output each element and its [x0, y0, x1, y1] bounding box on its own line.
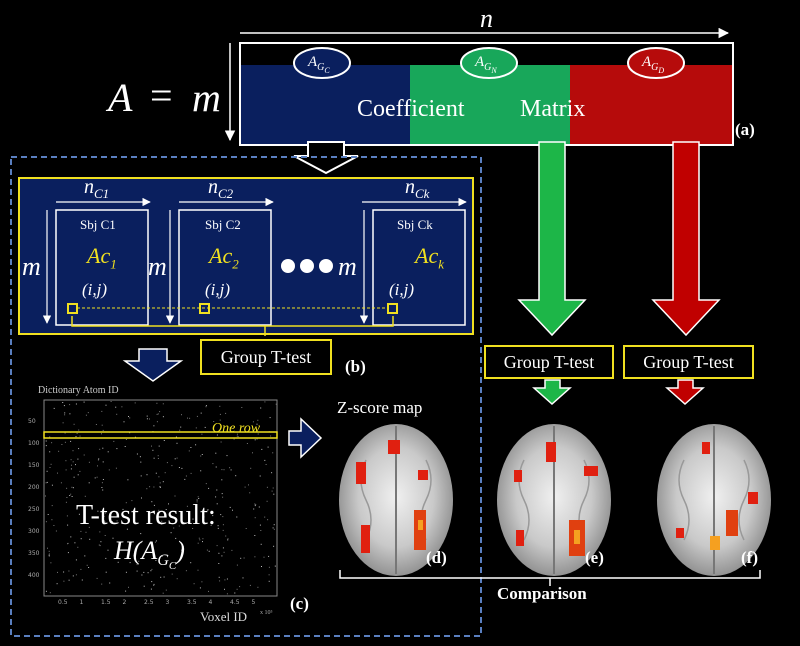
coefficient-matrix [224, 27, 734, 146]
one-row-highlight [43, 431, 278, 439]
ellipse-gc [293, 47, 351, 79]
brain-e [497, 424, 611, 576]
equals-sign: = [150, 73, 173, 118]
result-func: H(AGC) [114, 536, 185, 573]
comparison-label: Comparison [497, 584, 587, 603]
sbj-c2-box [178, 209, 272, 326]
ellipse-gn [460, 47, 518, 79]
green-arrow-icon [517, 141, 587, 337]
sbj-c1-box [55, 209, 149, 326]
m-c1: m [22, 252, 41, 281]
green-small-arrow-icon [532, 379, 572, 406]
panel-label-e: (e) [585, 548, 604, 567]
group-ttest-b: Group T-test [200, 339, 332, 375]
matrix-frame [239, 42, 734, 146]
ellipsis-dot [281, 259, 295, 273]
ellipse-gc-label: AGC [308, 54, 330, 75]
ac1-label: Ac1 [87, 243, 117, 272]
red-small-arrow-icon [665, 379, 705, 406]
m-c2: m [148, 252, 167, 281]
plot-xtick: 3 [165, 599, 170, 606]
coefficient-word: Coefficient [357, 96, 465, 122]
ellipsis-dot [300, 259, 314, 273]
zscore-title: Z-score map [337, 398, 423, 417]
brain-d [339, 424, 453, 576]
plot-ytick: 300 [28, 528, 40, 535]
m-label: m [192, 75, 221, 120]
down-arrow-to-c-icon [122, 348, 184, 382]
panel-label-d: (d) [426, 548, 447, 567]
sbj-c2-title: Sbj C2 [205, 217, 241, 232]
plot-xtick: 0.5 [58, 599, 68, 606]
plot-ylabel: Dictionary Atom ID [38, 385, 119, 396]
plot-ytick: 350 [28, 550, 40, 557]
plot-xtick: 5 [251, 599, 256, 606]
panel-label-c: (c) [290, 594, 309, 613]
plot-ytick: 50 [28, 418, 36, 425]
ack-label: Ack [415, 243, 444, 272]
group-ttest-green: Group T-test [484, 345, 614, 379]
sbj-c1-title: Sbj C1 [80, 217, 116, 232]
plot-xtick: 3.5 [187, 599, 197, 606]
dashed-frame [10, 156, 482, 637]
n-c2-label: nC2 [208, 176, 234, 201]
matrix-word: Matrix [520, 96, 586, 122]
plot-ytick: 100 [28, 440, 40, 447]
plot-ytick: 400 [28, 572, 40, 579]
red-arrow-icon [651, 141, 721, 337]
ij-c2: (i,j) [205, 280, 231, 299]
plot-xtick: 2.5 [144, 599, 154, 606]
ellipsis-dot [319, 259, 333, 273]
plot-ytick: 200 [28, 484, 40, 491]
plot-xtick: 4.5 [230, 599, 240, 606]
panel-label-a: (a) [735, 120, 755, 139]
ac2-label: Ac2 [209, 243, 239, 272]
ellipse-gn-label: AGN [475, 54, 497, 75]
plot-ytick: 250 [28, 506, 40, 513]
n-ck-label: nCk [405, 176, 430, 201]
brain-f [657, 424, 771, 576]
ij-c1: (i,j) [82, 280, 108, 299]
panel-label-f: (f) [741, 548, 758, 567]
plot-xtick: 2 [122, 599, 127, 606]
result-line1: T-test result: [76, 500, 216, 531]
plot-xscale: x 10⁵ [260, 610, 273, 616]
plot-xlabel: Voxel ID [200, 609, 248, 624]
m-ck: m [338, 252, 357, 281]
ij-ck: (i,j) [389, 280, 415, 299]
plot-xtick: 1.5 [101, 599, 111, 606]
sbj-ck-box [372, 209, 466, 326]
sbj-ck-title: Sbj Ck [397, 217, 433, 232]
plot-ytick: 150 [28, 462, 40, 469]
ellipse-gd [627, 47, 685, 79]
a-label: A [108, 75, 133, 120]
ellipse-gd-label: AGD [642, 54, 665, 75]
n-c1-label: nC1 [84, 176, 110, 201]
n-label: n [480, 4, 493, 33]
plot-xtick: 4 [208, 599, 213, 606]
group-ttest-red: Group T-test [623, 345, 754, 379]
right-arrow-to-d-icon [288, 417, 323, 459]
plot-xtick: 1 [79, 599, 84, 606]
panel-label-b: (b) [345, 357, 366, 376]
one-row-label: One row [212, 421, 261, 436]
